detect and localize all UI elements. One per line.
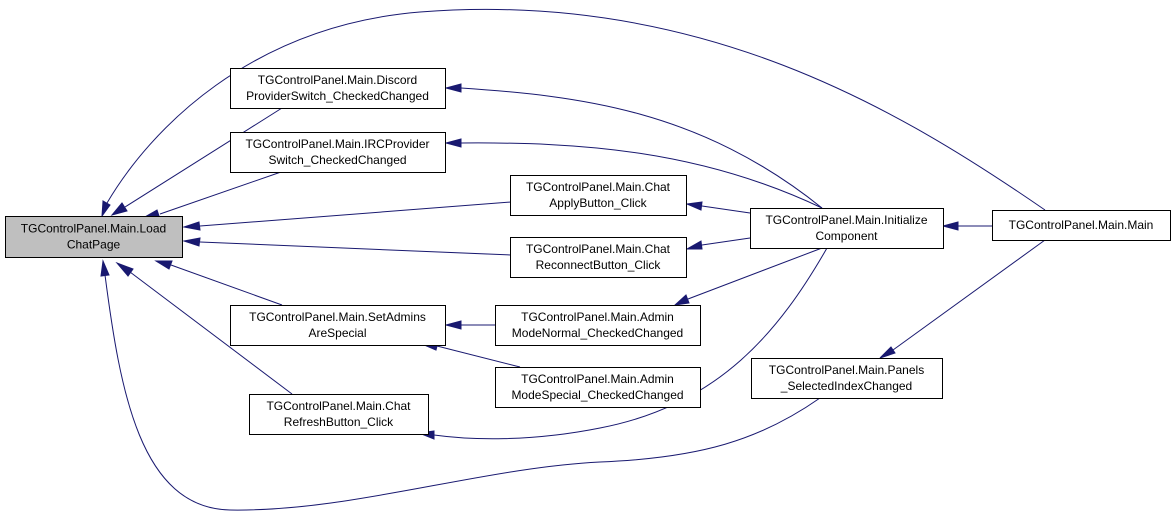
edge-line [104,274,821,511]
nodes-layer: TGControlPanel.Main.LoadChatPageTGContro… [5,68,1171,435]
arrowhead-icon [941,221,959,231]
arrowhead-icon [685,201,703,211]
node-label-line: _SelectedIndexChanged [780,379,912,393]
node-label-line: TGControlPanel.Main.Admin [521,310,674,324]
node-adminspecial[interactable]: TGControlPanel.Main.AdminModeSpecial_Che… [495,367,701,408]
node-chatrefresh[interactable]: TGControlPanel.Main.ChatRefreshButton_Cl… [249,394,429,435]
node-label-line: Switch_CheckedChanged [268,153,406,167]
arrowhead-icon [444,138,462,148]
edge-line [199,201,512,227]
arrowhead-icon [685,240,703,250]
edge-line [460,87,823,209]
edge-line [436,345,521,368]
edge-line [159,171,282,215]
node-label-line: ProviderSwitch_CheckedChanged [246,89,429,103]
node-box [751,358,943,399]
arrowhead-icon [673,294,690,306]
node-main[interactable]: TGControlPanel.Main.Main [992,210,1171,241]
edge-line [129,271,293,395]
edge-chatapply-to-loadchatpage [182,201,512,231]
arrowhead-icon [879,346,896,359]
arrowhead-icon [100,259,110,277]
arrowhead-icon [182,221,201,231]
node-box [230,132,446,173]
node-label-line: TGControlPanel.Main.Discord [258,73,417,87]
edge-discord-to-loadchatpage [110,107,283,216]
node-label-line: ModeSpecial_CheckedChanged [511,388,683,402]
node-chatapply[interactable]: TGControlPanel.Main.ChatApplyButton_Clic… [510,175,687,216]
node-box [750,208,944,249]
edge-line [687,247,823,300]
edge-initialize-to-chatapply [685,201,751,214]
node-label-line: TGControlPanel.Main.SetAdmins [249,310,426,324]
node-box [230,68,446,109]
edge-line [124,107,283,208]
edge-line [892,239,1046,351]
node-label-line: TGControlPanel.Main.Chat [526,180,671,194]
node-label-line: ModeNormal_CheckedChanged [512,326,683,340]
edge-chatrefresh-to-loadchatpage [115,261,293,395]
node-discord[interactable]: TGControlPanel.Main.DiscordProviderSwitc… [230,68,446,109]
node-box [230,305,446,346]
edge-main-to-initialize [941,221,992,231]
node-label-line: TGControlPanel.Main.Chat [266,399,411,413]
node-box [495,367,701,408]
node-label-line: ReconnectButton_Click [536,258,662,272]
edge-chatreconnect-to-loadchatpage [182,237,512,256]
node-box [5,216,183,258]
arrowhead-icon [115,261,134,277]
node-label-line: TGControlPanel.Main.Initialize [765,213,927,227]
node-label-line: ApplyButton_Click [549,196,647,210]
edge-panels-to-loadchatpage [100,259,821,511]
edge-line [199,241,512,256]
edge-main-to-panels [879,239,1046,359]
node-label-line: TGControlPanel.Main.Admin [521,372,674,386]
node-box [510,237,687,278]
edge-line [701,237,751,246]
arrowhead-icon [154,260,173,270]
edge-line [460,142,823,209]
edge-initialize-to-discord [444,83,823,209]
arrowhead-icon [110,202,128,216]
edge-line [701,205,751,214]
node-label-line: TGControlPanel.Main.Load [21,222,166,236]
arrowhead-icon [444,320,462,330]
node-label-line: ChatPage [67,238,121,252]
node-chatreconnect[interactable]: TGControlPanel.Main.ChatReconnectButton_… [510,237,687,278]
edge-irc-to-loadchatpage [142,171,282,219]
node-label-line: TGControlPanel.Main.Panels [769,363,924,377]
edge-line [106,8,1046,211]
node-label-line: TGControlPanel.Main.IRCProvider [245,137,429,151]
node-label-line: Component [815,229,878,243]
node-label-line: TGControlPanel.Main.Main [1009,218,1154,232]
edge-setadmins-to-loadchatpage [154,260,283,306]
node-box [249,394,429,435]
edge-initialize-to-irc [444,138,823,209]
node-irc[interactable]: TGControlPanel.Main.IRCProviderSwitch_Ch… [230,132,446,173]
edge-adminnormal-to-setadmins [444,320,495,330]
edge-line [170,264,283,306]
node-panels[interactable]: TGControlPanel.Main.Panels _SelectedIndex… [751,358,943,399]
arrowhead-icon [182,237,201,247]
node-label-line: AreSpecial [308,326,366,340]
arrowhead-icon [444,83,462,93]
edge-initialize-to-chatreconnect [685,237,751,250]
edge-line [433,247,828,440]
edge-main-to-loadchatpage [101,8,1046,218]
node-box [992,210,1171,241]
node-box [510,175,687,216]
node-label-line: TGControlPanel.Main.Chat [526,242,671,256]
node-adminnormal[interactable]: TGControlPanel.Main.AdminModeNormal_Chec… [495,305,701,346]
node-box [495,305,701,346]
arrowhead-icon [101,200,111,218]
edge-initialize-to-adminnormal [673,247,823,306]
node-label-line: RefreshButton_Click [284,415,394,429]
